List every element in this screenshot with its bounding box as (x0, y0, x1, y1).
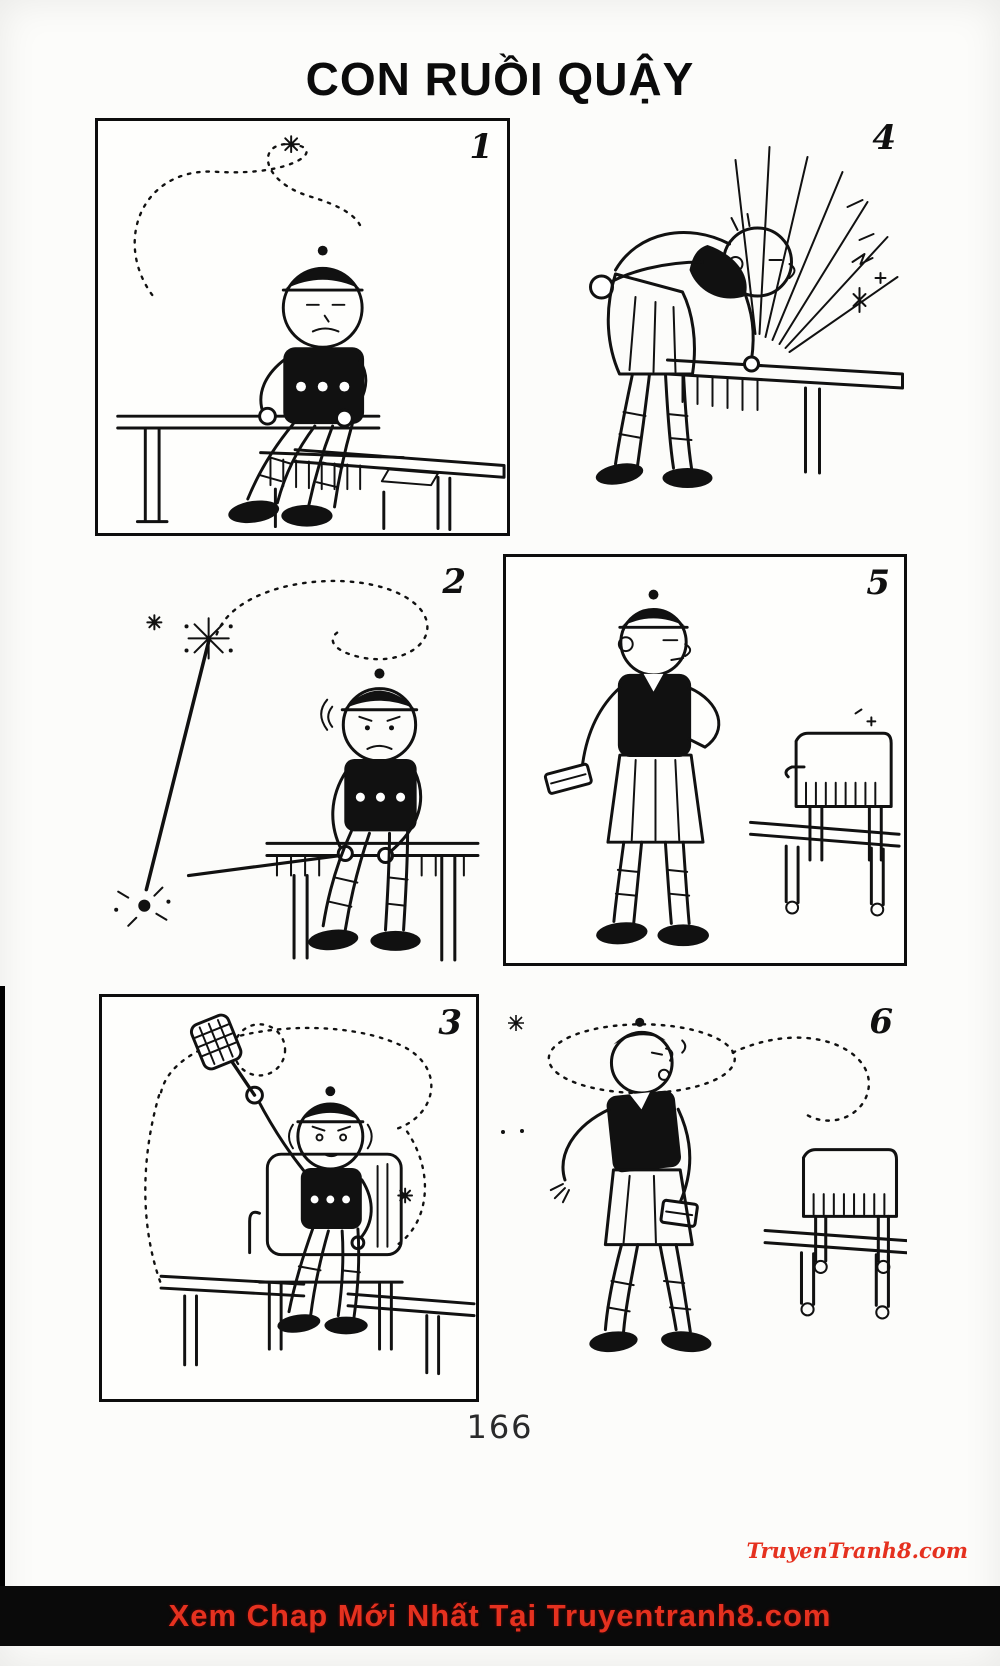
fly-icon (854, 708, 877, 727)
page-number: 166 (466, 1408, 534, 1446)
panel-6-art (547, 1017, 907, 1353)
panel-2-number: 2 (442, 562, 466, 602)
footer-bar: Xem Chap Mới Nhất Tại Truyentranh8.com (0, 1586, 1000, 1646)
fly-swatter (189, 1013, 243, 1071)
cap-icon (613, 1031, 667, 1045)
panel-3-art (144, 1013, 476, 1376)
sofa (801, 1148, 899, 1274)
cap-icon (621, 609, 686, 627)
panel-1: 1 (95, 118, 510, 536)
boy-figure (308, 668, 423, 951)
watermark: TruyenTranh8.com (746, 1538, 968, 1563)
boy-figure (228, 245, 368, 527)
sparkler-stick (114, 617, 233, 927)
man-figure (549, 1017, 712, 1353)
panel-2: 2 (88, 556, 480, 968)
panel-4-number: 4 (872, 118, 896, 158)
man-figure (543, 589, 721, 947)
footer-text: Xem Chap Mới Nhất Tại Truyentranh8.com (168, 1598, 832, 1633)
panel-4-art (589, 146, 904, 488)
front-desk (159, 1274, 306, 1367)
scan-speck-asterisk (508, 1015, 524, 1031)
panel-5-art (543, 589, 901, 947)
small-book (659, 1198, 699, 1228)
cap-icon (299, 1104, 361, 1121)
fly-icon (282, 135, 301, 154)
panel-6: 6 (512, 996, 907, 1370)
dropped-stick (186, 853, 343, 878)
table (666, 358, 904, 475)
cap-icon (285, 268, 361, 290)
low-table (749, 820, 901, 917)
panel-6-number: 6 (869, 1002, 893, 1042)
panel-1-art (116, 135, 506, 532)
panel-3: 3 (99, 994, 479, 1402)
cap-icon (344, 690, 415, 709)
desk (116, 414, 381, 524)
motion-lines (734, 146, 899, 353)
panel-3-number: 3 (438, 1003, 462, 1043)
armchair (248, 1152, 404, 1351)
sofa (784, 731, 893, 862)
fly-path (215, 579, 429, 661)
bench (265, 841, 480, 962)
splat (114, 886, 171, 927)
panel-5: 5 (503, 554, 907, 966)
panel-4: 4 (505, 112, 910, 512)
fly-icon (852, 272, 887, 313)
low-table (763, 1228, 907, 1320)
boy-figure (189, 1013, 373, 1335)
panel-2-art (114, 579, 480, 962)
scan-speck-dots (501, 1129, 524, 1134)
folded-paper (543, 762, 593, 795)
fly-path (144, 1023, 433, 1286)
panel-5-number: 5 (866, 563, 890, 603)
fly-icon (397, 1187, 414, 1204)
scan-edge-artifact (0, 986, 5, 1590)
man-figure (589, 213, 796, 488)
page-title: CON RUỒI QUẬY (305, 53, 695, 105)
fly-icon (146, 614, 163, 631)
side-table (346, 1292, 476, 1376)
fly-path (547, 1023, 871, 1122)
spark-burst (184, 617, 233, 660)
panel-1-number: 1 (469, 127, 493, 167)
